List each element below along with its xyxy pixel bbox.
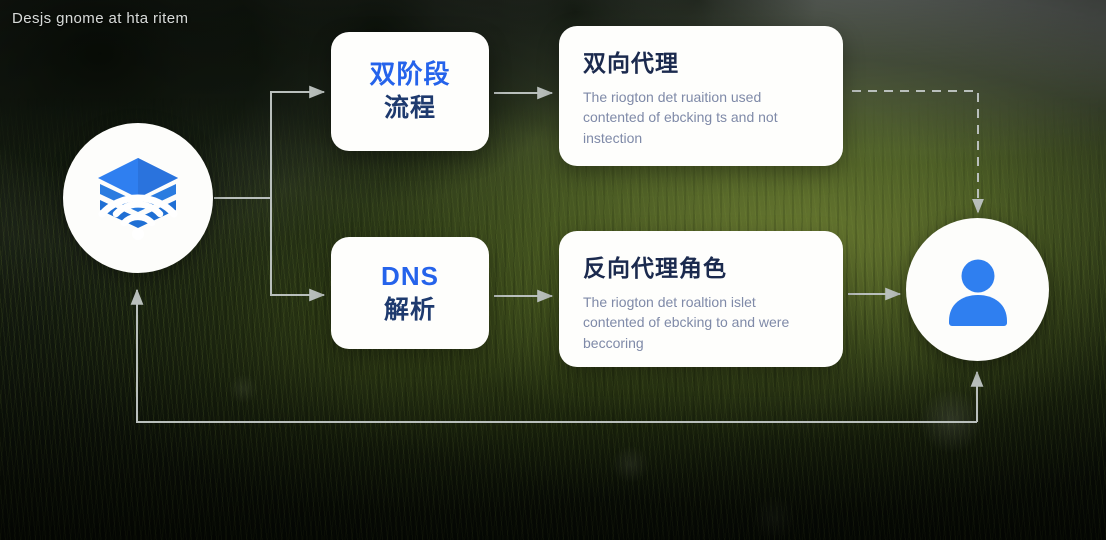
target-node[interactable] [906,218,1049,361]
connector-source-to-stage [214,85,326,199]
connector-source-to-dns [270,198,326,302]
card-dns-line1: DNS [381,260,439,291]
card-bidirectional-proxy[interactable]: 双向代理 The riogton det ruaition used conte… [559,26,843,166]
card-reverse-heading: 反向代理角色 [583,255,727,281]
card-reverse-proxy-role[interactable]: 反向代理角色 The riogton det roaltion islet co… [559,231,843,367]
user-person-icon [948,259,1007,326]
card-dns-line2: 解析 [383,295,436,324]
source-node[interactable] [63,123,213,273]
card-stage-line2: 流程 [383,94,436,123]
slide-title: Desjs gnome at hta ritem [12,10,189,27]
card-stage-process[interactable]: 双阶段 流程 [331,32,489,151]
connector-bidirectional-to-target [852,90,984,214]
connector-target-feedback-to-source [130,288,977,423]
card-bidirectional-body: The riogton det ruaition used contented … [583,89,778,146]
card-dns-resolution[interactable]: DNS 解析 [331,237,489,349]
card-stage-line1: 双阶段 [369,59,451,90]
card-bidirectional-heading: 双向代理 [583,50,679,76]
server-stack-wifi-icon [98,158,178,240]
card-reverse-body: The riogton det roaltion islet contented… [583,294,790,351]
